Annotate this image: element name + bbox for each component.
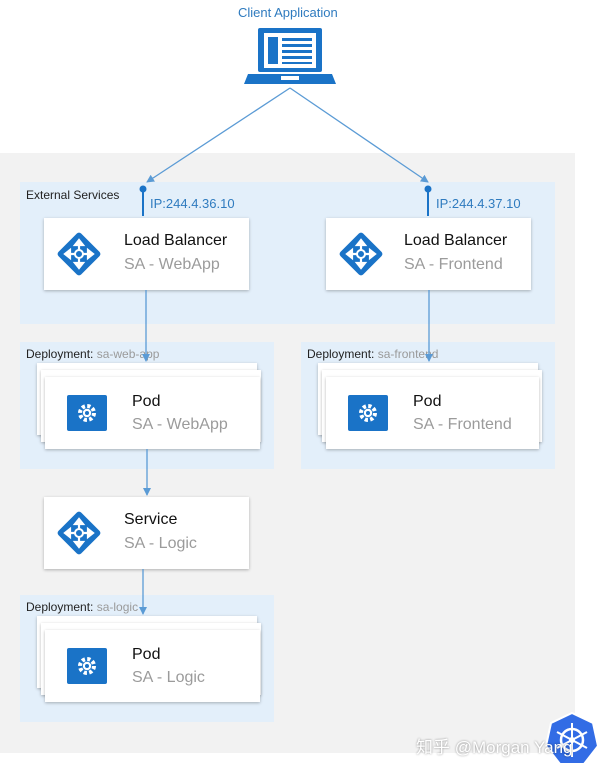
lb-frontend-title: Load Balancer [404, 232, 508, 249]
client-application-label: Client Application [238, 5, 338, 20]
connector-client-to-lb-webapp [146, 87, 291, 183]
kubernetes-logo-icon [544, 711, 600, 765]
deployment-logic-name: sa-logic [96, 600, 139, 614]
watermark-text: 知乎 @Morgan Yang [416, 738, 573, 757]
laptop-icon [244, 28, 336, 84]
lb-webapp-title: Load Balancer [124, 232, 228, 249]
connector-client-to-lb-frontend [289, 87, 429, 183]
gear-icon [67, 395, 107, 431]
pod-logic-subtitle: SA - Logic [132, 669, 205, 686]
ip-webapp: IP:244.4.36.10 [150, 196, 235, 211]
pod-webapp-subtitle: SA - WebApp [132, 416, 228, 433]
service-subtitle: SA - Logic [124, 535, 197, 552]
gear-icon [67, 648, 107, 684]
ip-pin-webapp [139, 185, 147, 216]
pod-frontend-title: Pod [413, 393, 442, 410]
load-balancer-icon [57, 232, 101, 276]
deployment-frontend-name: sa-frontend [377, 347, 439, 361]
load-balancer-icon [339, 232, 383, 276]
pod-webapp-title: Pod [132, 393, 161, 410]
pod-frontend-subtitle: SA - Frontend [413, 416, 512, 433]
lb-webapp-subtitle: SA - WebApp [124, 256, 220, 273]
external-services-label: External Services [26, 188, 120, 202]
deployment-logic-label: Deployment: sa-logic [26, 600, 139, 614]
gear-icon [348, 395, 388, 431]
service-title: Service [124, 511, 178, 528]
deployment-frontend-label: Deployment: sa-frontend [307, 347, 439, 361]
service-icon [57, 511, 101, 555]
ip-pin-frontend [424, 185, 432, 216]
ip-frontend: IP:244.4.37.10 [436, 196, 521, 211]
lb-frontend-subtitle: SA - Frontend [404, 256, 503, 273]
pod-logic-title: Pod [132, 646, 161, 663]
